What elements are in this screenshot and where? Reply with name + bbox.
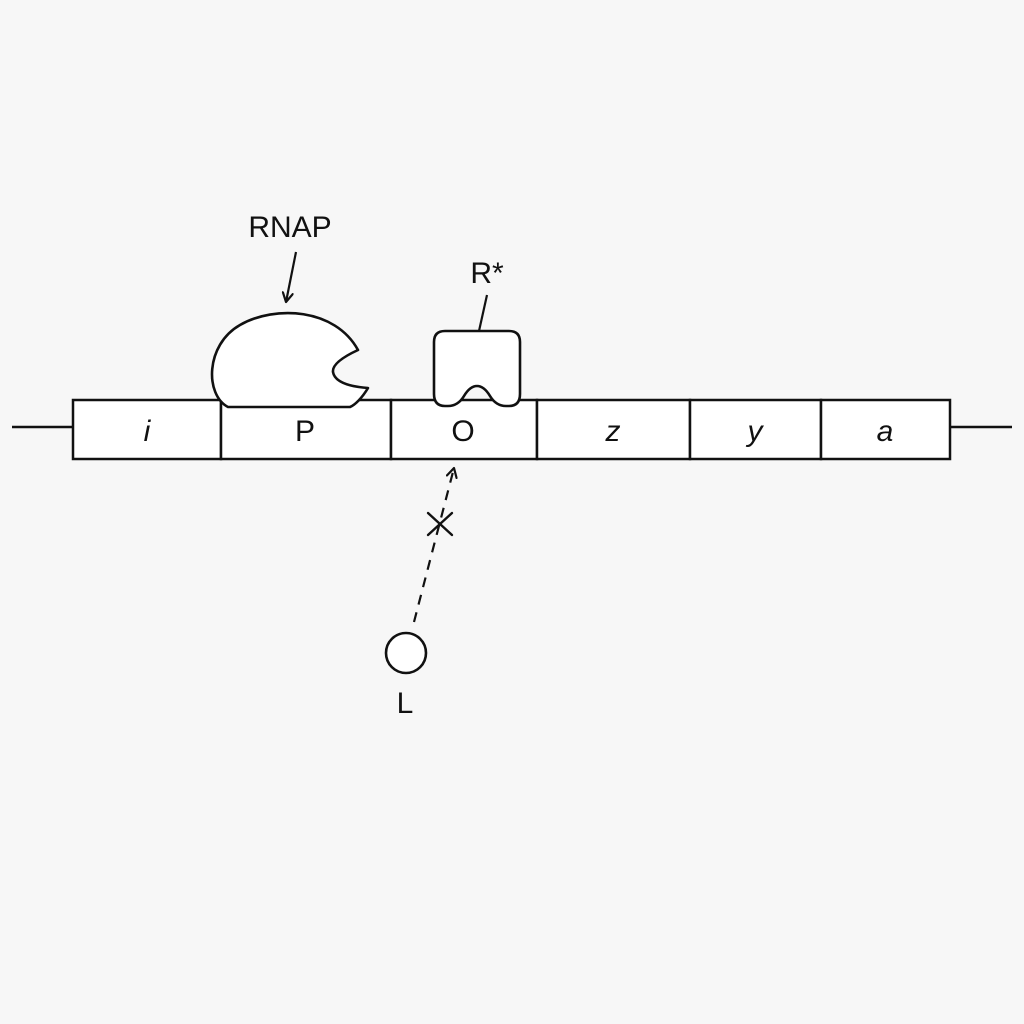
segment-p: P (219, 398, 393, 461)
segment-z-label: z (605, 415, 621, 448)
segment-o-label: O (451, 415, 474, 448)
blocked-x-mark (426, 511, 454, 537)
rnap-label: RNAP (248, 211, 331, 244)
segment-a-label: a (877, 415, 894, 448)
segment-z: z (535, 398, 692, 461)
rnap-shape (210, 311, 370, 409)
ligand-label: L (397, 687, 414, 720)
rnap-arrow (286, 251, 298, 302)
segment-a: a (819, 398, 952, 461)
segment-i-label: i (144, 415, 152, 448)
repressor-shape (432, 329, 522, 408)
segment-i: i (71, 398, 223, 461)
segment-y: y (688, 398, 823, 461)
ligand-circle (384, 631, 428, 675)
repressor-label: R* (470, 257, 504, 290)
gene-segments: i P O z y a (71, 398, 952, 461)
segment-y-label: y (746, 415, 765, 448)
segment-o: O (389, 398, 539, 461)
segment-p-label: P (295, 415, 315, 448)
repressor-connector (477, 294, 489, 332)
ligand-dashed-arrow (412, 468, 454, 623)
